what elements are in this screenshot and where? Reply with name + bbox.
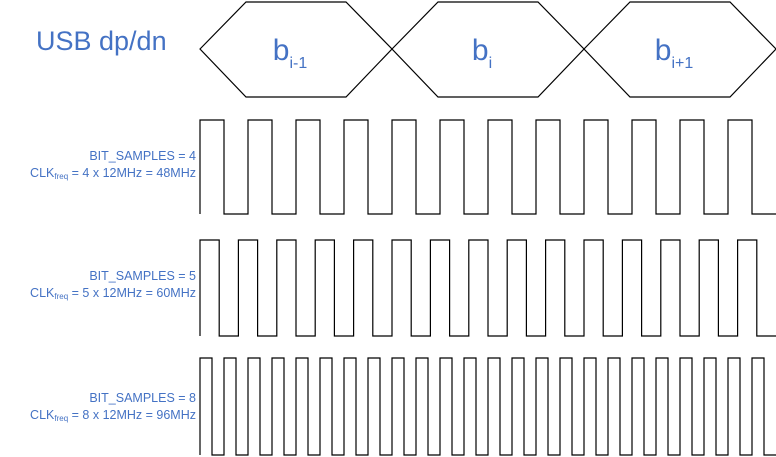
clk-text: CLK — [30, 286, 55, 300]
clock-row-label-8: BIT_SAMPLES = 8 CLKfreq = 8 x 12MHz = 96… — [30, 390, 196, 427]
clk-frequency-text: = 4 x 12MHz = 48MHz — [68, 166, 196, 180]
clock-waveform-4 — [199, 119, 776, 215]
bus-bit-cell — [199, 1, 393, 98]
bit-samples-label: BIT_SAMPLES = 4 — [89, 149, 196, 163]
bus-bit-label: bi-1 — [273, 34, 308, 72]
bit-samples-label: BIT_SAMPLES = 5 — [89, 269, 196, 283]
clk-subscript: freq — [54, 292, 69, 301]
clk-subscript: freq — [54, 172, 69, 181]
clock-waveform-5 — [199, 239, 776, 337]
bit-samples-label: BIT_SAMPLES = 8 — [89, 391, 196, 405]
clock-frequency-label: CLKfreq = 8 x 12MHz = 96MHz — [30, 407, 196, 427]
clock-frequency-label: CLKfreq = 5 x 12MHz = 60MHz — [30, 285, 196, 305]
clock-row-label-5: BIT_SAMPLES = 5 CLKfreq = 5 x 12MHz = 60… — [30, 268, 196, 305]
clk-text: CLK — [30, 408, 55, 422]
clk-frequency-text: = 5 x 12MHz = 60MHz — [68, 286, 196, 300]
bus-bit-label: bi — [472, 34, 492, 72]
clock-frequency-label: CLKfreq = 4 x 12MHz = 48MHz — [30, 165, 196, 185]
clock-waveform-8 — [199, 357, 776, 456]
clk-text: CLK — [30, 166, 55, 180]
clk-subscript: freq — [54, 414, 69, 423]
bus-title: USB dp/dn — [36, 26, 167, 56]
bus-bit-cell — [583, 1, 776, 98]
bus-bit-label: bi+1 — [655, 34, 694, 72]
clock-row-label-4: BIT_SAMPLES = 4 CLKfreq = 4 x 12MHz = 48… — [30, 148, 196, 185]
clk-frequency-text: = 8 x 12MHz = 96MHz — [68, 408, 196, 422]
